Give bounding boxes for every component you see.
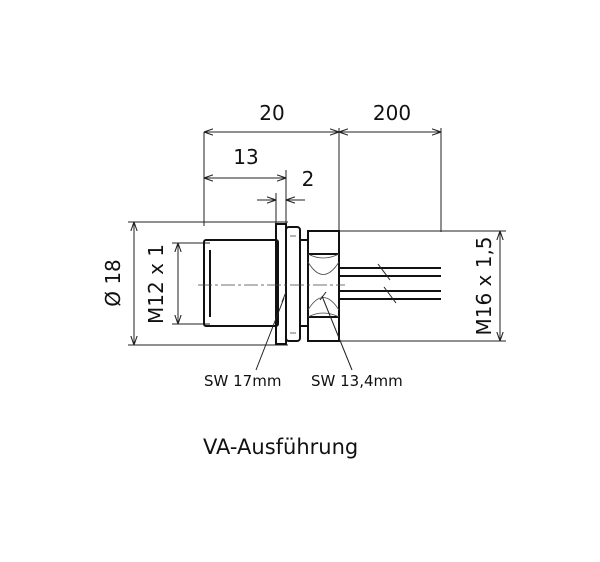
wrench-size-leaders: SW 17mm SW 13,4mm [204, 295, 403, 390]
cable-length-label: 200 [373, 101, 411, 125]
thread-front-label: M12 x 1 [144, 244, 168, 324]
hex-wrench-size-label: SW 13,4mm [311, 372, 403, 390]
dimension-overall-length: 20 [203, 101, 340, 232]
dimension-thread-rear: M16 x 1,5 [335, 230, 506, 342]
cable-wires [339, 263, 441, 304]
connector-body [198, 223, 345, 345]
dimension-flange-thickness: 2 [257, 167, 314, 226]
dimension-diameter: Ø 18 [101, 221, 288, 346]
thread-rear-label: M16 x 1,5 [472, 236, 496, 335]
overall-length-label: 20 [259, 101, 284, 125]
diameter-label: Ø 18 [101, 259, 125, 307]
nut-wrench-size-label: SW 17mm [204, 372, 281, 390]
variant-caption: VA-Ausführung [203, 435, 358, 459]
flange-thickness-label: 2 [302, 167, 315, 191]
dimension-thread-front: M12 x 1 [144, 242, 210, 325]
dimension-body-length: 13 [204, 145, 287, 226]
dimension-cable-length: 200 [339, 101, 442, 232]
body-length-label: 13 [233, 145, 258, 169]
